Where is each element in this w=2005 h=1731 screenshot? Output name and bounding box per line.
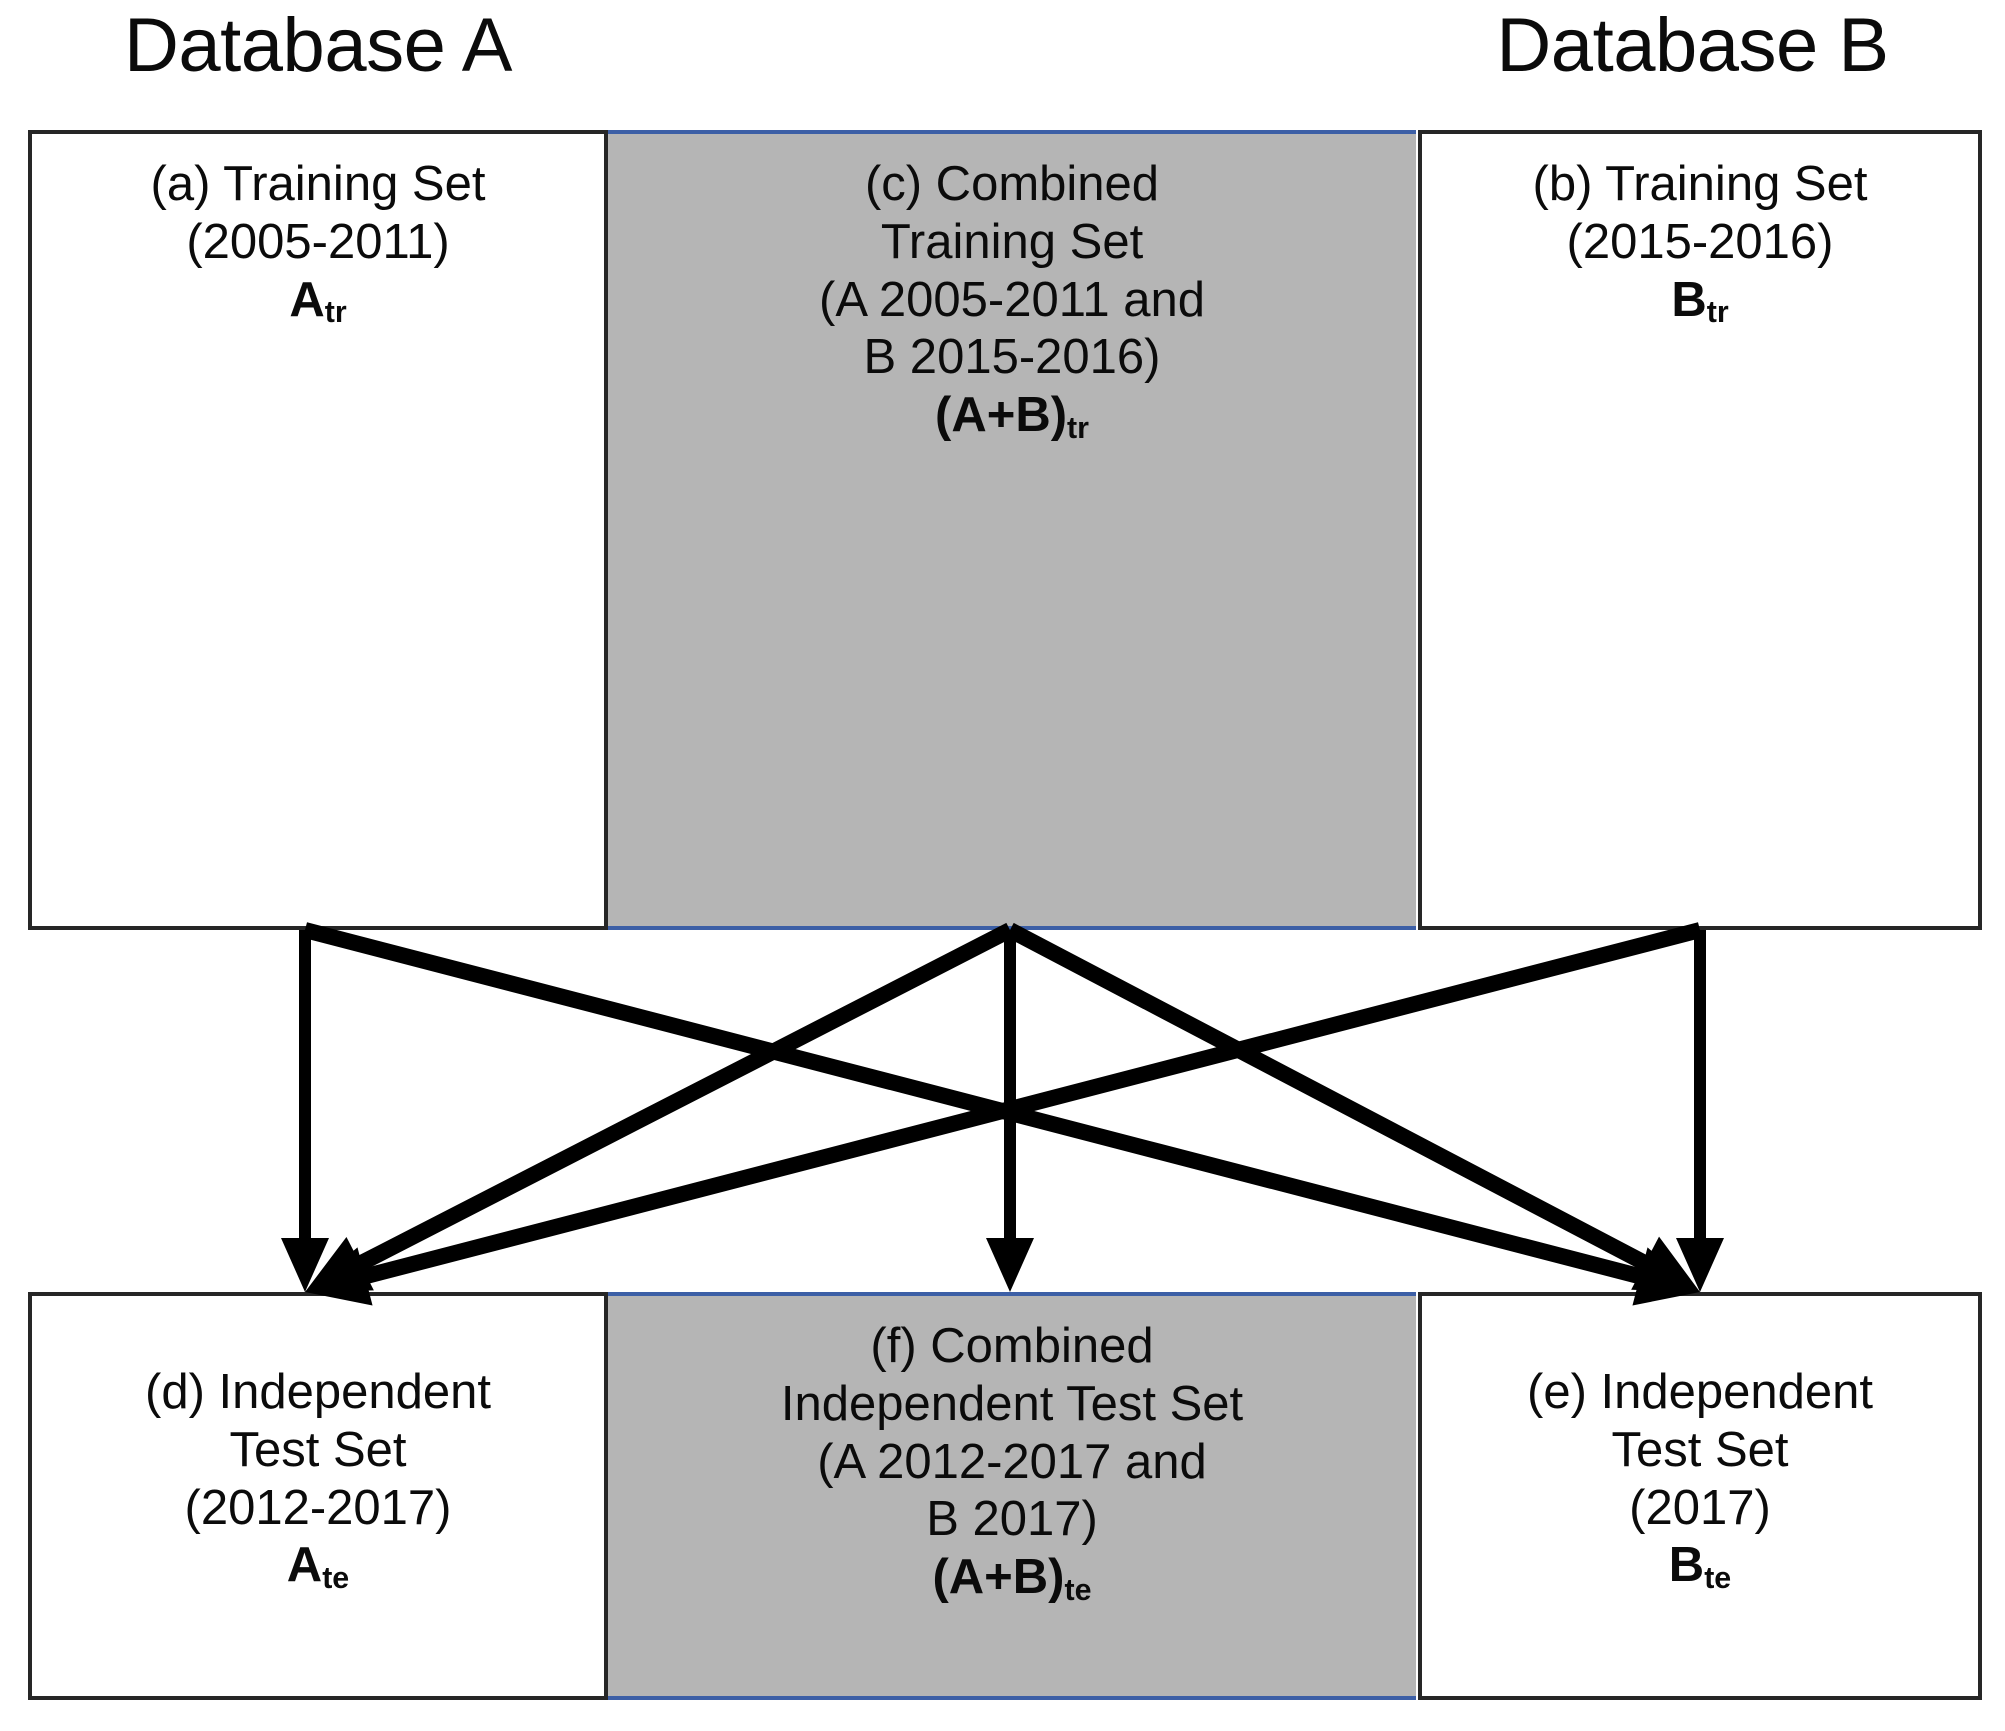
box-caption: (d) Independent Test Set (2012-2017) [145,1365,491,1535]
box-content: (d) Independent Test Set (2012-2017) Ate [32,1296,604,1595]
connector-arrow [305,922,1014,1292]
symbol-subscript: te [1064,1572,1092,1607]
symbol-base: A [289,272,325,327]
box-content: (e) Independent Test Set (2017) Bte [1422,1296,1978,1595]
box-symbol: Atr [32,272,604,330]
symbol-subscript: tr [1067,410,1089,445]
box-symbol: (A+B)te [608,1549,1416,1607]
symbol-subscript: te [322,1561,350,1596]
symbol-base: (A+B) [935,388,1068,443]
box-content: (b) Training Set (2015-2016) Btr [1422,134,1978,329]
box-symbol: Btr [1422,272,1978,330]
box-caption: (c) Combined Training Set (A 2005-2011 a… [819,157,1205,385]
connector-arrow [305,922,1703,1306]
database-a-title: Database A [124,3,512,88]
box-content: (c) Combined Training Set (A 2005-2011 a… [608,134,1416,445]
box-symbol: (A+B)tr [608,387,1416,445]
connector-arrow [1006,922,1700,1292]
box-caption: (b) Training Set (2015-2016) [1532,157,1868,269]
symbol-base: A [286,1538,323,1593]
box-content: (a) Training Set (2005-2011) Atr [32,134,604,329]
symbol-base: (A+B) [932,1550,1065,1605]
connector-arrow [302,922,1700,1306]
box-training-set-a: (a) Training Set (2005-2011) Atr [28,130,608,930]
box-combined-training-set: (c) Combined Training Set (A 2005-2011 a… [608,130,1416,930]
box-symbol: Bte [1422,1537,1978,1595]
connector-arrow [281,930,329,1292]
symbol-subscript: te [1704,1561,1732,1596]
box-symbol: Ate [32,1537,604,1595]
box-combined-independent-test-set: (f) Combined Independent Test Set (A 201… [608,1292,1416,1700]
box-independent-test-set-a: (d) Independent Test Set (2012-2017) Ate [28,1292,608,1700]
connector-arrow [986,930,1034,1292]
symbol-base: B [1668,1538,1705,1593]
box-independent-test-set-b: (e) Independent Test Set (2017) Bte [1418,1292,1982,1700]
box-caption: (e) Independent Test Set (2017) [1527,1365,1873,1535]
box-caption: (a) Training Set (2005-2011) [150,157,486,269]
symbol-subscript: tr [1706,295,1729,330]
database-b-title: Database B [1496,3,1889,88]
box-training-set-b: (b) Training Set (2015-2016) Btr [1418,130,1982,930]
connector-arrow [1676,930,1724,1292]
symbol-base: B [1671,272,1707,327]
symbol-subscript: tr [324,295,347,330]
box-content: (f) Combined Independent Test Set (A 201… [608,1296,1416,1607]
box-caption: (f) Combined Independent Test Set (A 201… [780,1319,1244,1547]
